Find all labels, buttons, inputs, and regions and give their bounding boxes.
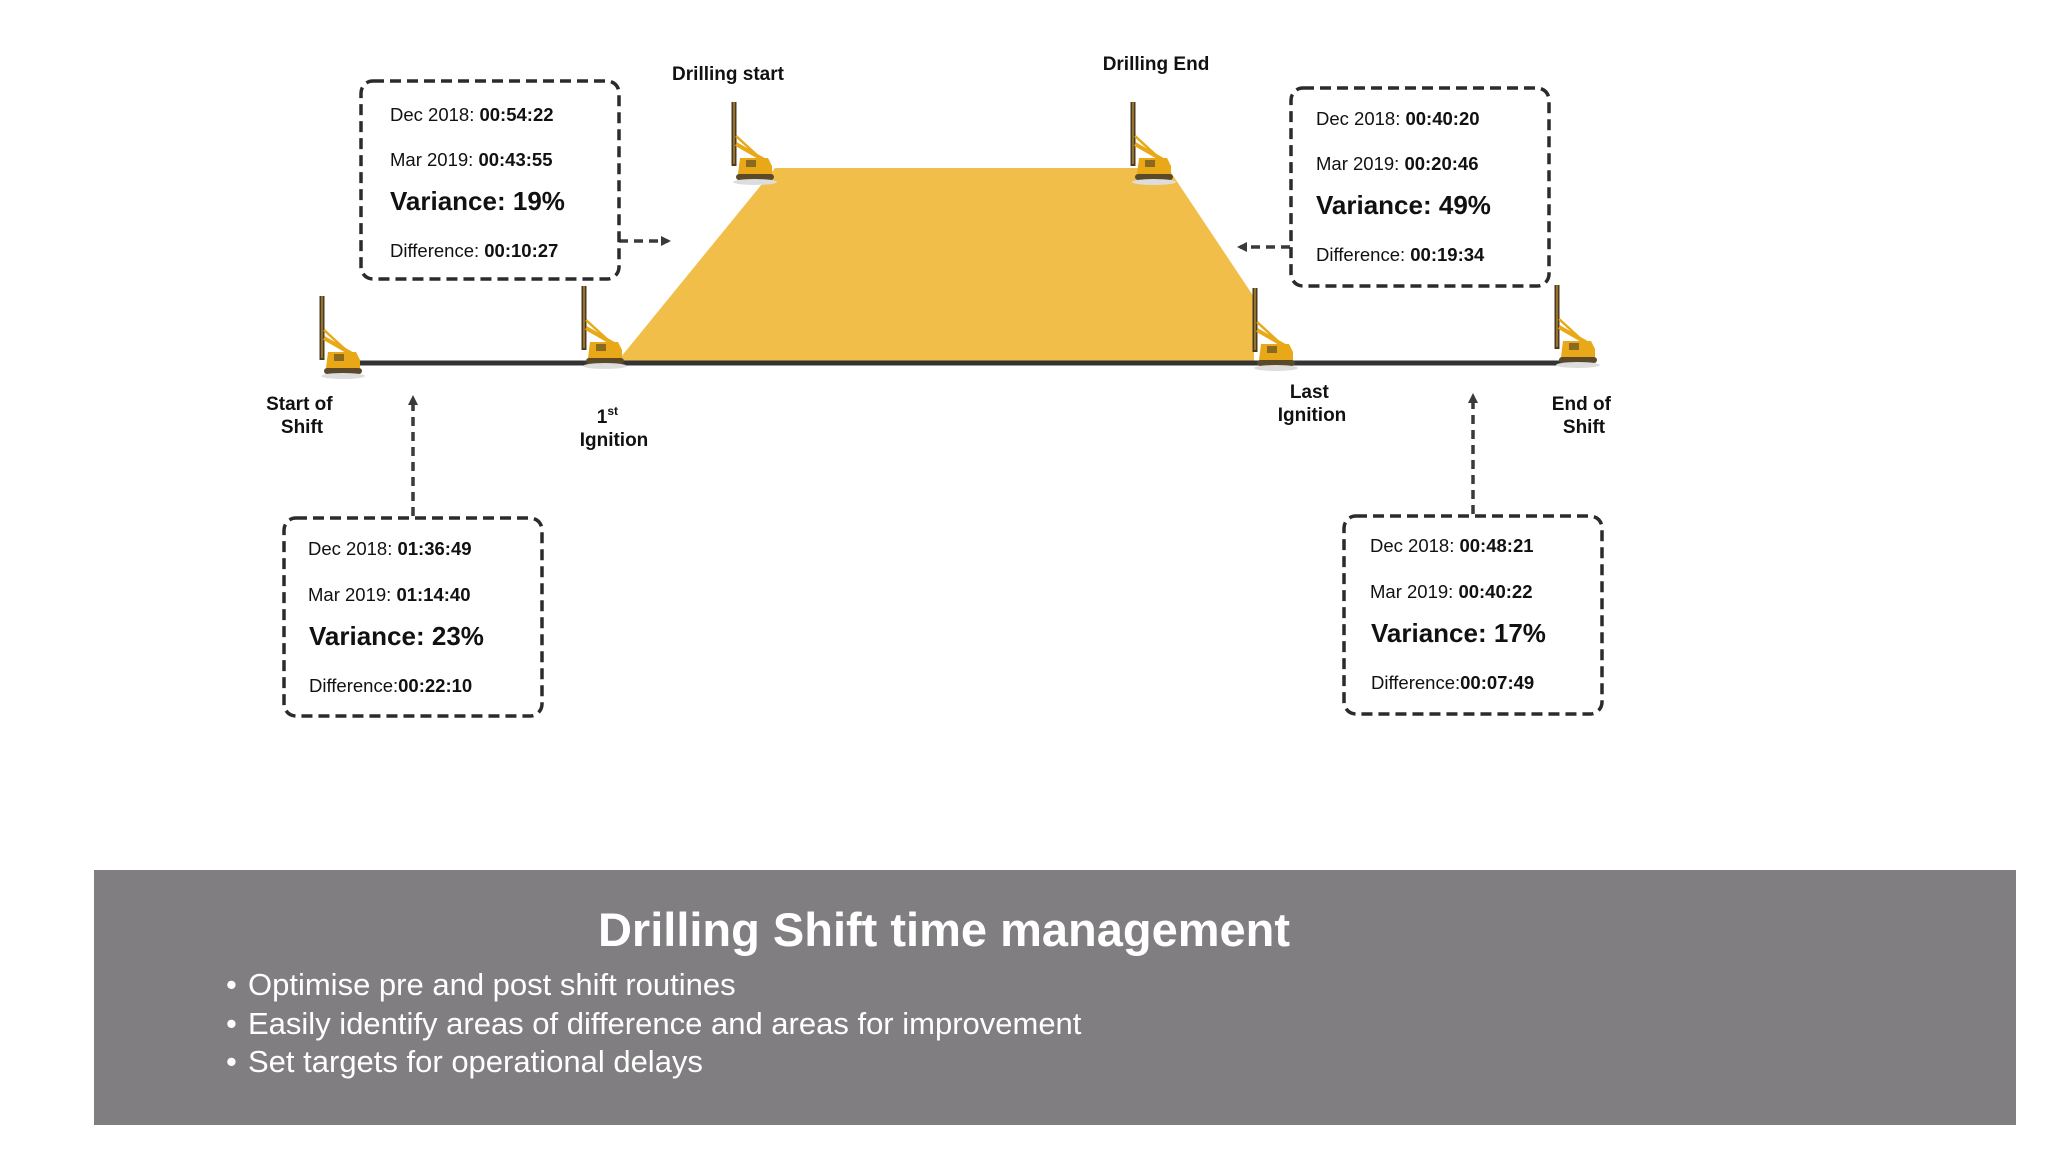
svg-text:Difference:00:07:49: Difference:00:07:49 <box>1371 672 1534 693</box>
summary-panel: Drilling Shift time management Optimise … <box>94 870 2016 1125</box>
drilling-period-area <box>616 168 1254 363</box>
svg-text:Variance: 19%: Variance: 19% <box>390 186 565 216</box>
svg-text:Dec 2018: 01:36:49: Dec 2018: 01:36:49 <box>308 538 472 559</box>
svg-text:Variance: 49%: Variance: 49% <box>1316 190 1491 220</box>
summary-title: Drilling Shift time management <box>597 903 1291 956</box>
stage-label-drilling-end: Drilling End <box>1103 54 1210 75</box>
drill-rig-icon-start-of-shift <box>317 294 367 381</box>
drill-rig-icon-end-of-shift <box>1552 283 1602 370</box>
svg-text:Mar 2019: 00:40:22: Mar 2019: 00:40:22 <box>1370 581 1533 602</box>
svg-text:Variance: 17%: Variance: 17% <box>1371 618 1546 648</box>
svg-text:Mar 2019: 00:20:46: Mar 2019: 00:20:46 <box>1316 153 1479 174</box>
svg-text:Dec 2018: 00:48:21: Dec 2018: 00:48:21 <box>1370 535 1534 556</box>
stage-label-end-of-shift: End of Shift <box>1552 394 1616 438</box>
svg-text:Dec 2018: 00:40:20: Dec 2018: 00:40:20 <box>1316 108 1480 129</box>
summary-bullet-item: Set targets for operational delays <box>226 1043 1081 1082</box>
stage-label-first-ignition: 1st Ignition <box>580 399 649 451</box>
stage-label-drilling-start: Drilling start <box>672 64 785 85</box>
drill-rig-icon-first-ignition <box>579 284 629 371</box>
stage-label-start-of-shift: Start of Shift <box>266 394 338 438</box>
svg-text:Difference: 00:10:27: Difference: 00:10:27 <box>390 240 558 261</box>
svg-text:Variance: 23%: Variance: 23% <box>309 621 484 651</box>
summary-bullet-item: Easily identify areas of difference and … <box>226 1005 1081 1044</box>
callout-start-of-shift: Dec 2018: 01:36:49 Mar 2019: 01:14:40 Va… <box>282 516 544 718</box>
drill-rig-icon-last-ignition <box>1250 286 1300 373</box>
summary-bullet-item: Optimise pre and post shift routines <box>226 966 1081 1005</box>
svg-text:Dec 2018: 00:54:22: Dec 2018: 00:54:22 <box>390 104 554 125</box>
callout-end-of-shift: Dec 2018: 00:48:21 Mar 2019: 00:40:22 Va… <box>1342 514 1604 716</box>
callout-first-ignition-to-drilling-start: Dec 2018: 00:54:22 Mar 2019: 00:43:55 Va… <box>359 79 621 281</box>
svg-text:Mar 2019: 00:43:55: Mar 2019: 00:43:55 <box>390 149 553 170</box>
summary-bullet-list: Optimise pre and post shift routines Eas… <box>226 966 1081 1082</box>
svg-text:Mar 2019: 01:14:40: Mar 2019: 01:14:40 <box>308 584 471 605</box>
drill-rig-icon-drilling-start <box>729 100 779 187</box>
callout-drilling-end-to-last-ignition: Dec 2018: 00:40:20 Mar 2019: 00:20:46 Va… <box>1289 86 1551 288</box>
svg-text:Difference: 00:19:34: Difference: 00:19:34 <box>1316 244 1485 265</box>
stage-label-last-ignition: Last Ignition <box>1278 382 1347 426</box>
svg-text:Difference:00:22:10: Difference:00:22:10 <box>309 675 472 696</box>
drill-rig-icon-drilling-end <box>1128 100 1178 187</box>
